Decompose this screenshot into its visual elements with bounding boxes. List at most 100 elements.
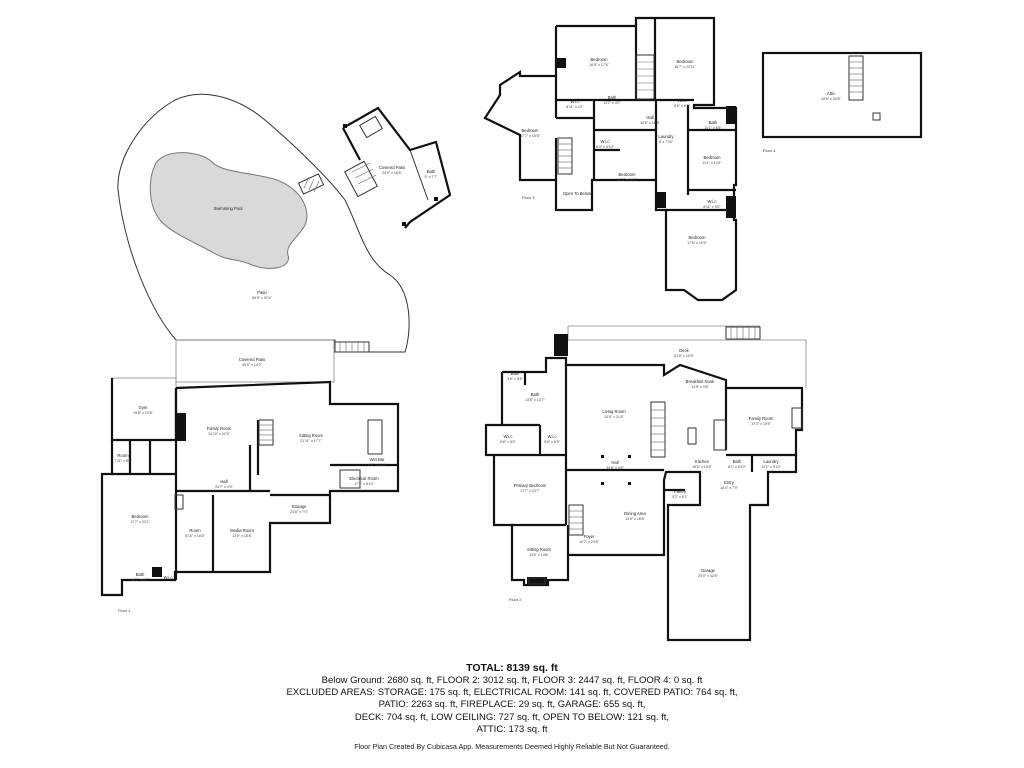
room-label-dining-area: Dining Area <box>624 511 646 516</box>
room-label-deck: Deck <box>679 348 689 353</box>
area-summary: TOTAL: 8139 sq. ft Below Ground: 2680 sq… <box>0 662 1024 736</box>
floor-2-walls <box>484 356 804 642</box>
room-label-wic-f3-c: W.i.c <box>600 139 609 144</box>
room-label-bedroom-f3-right: Bedroom <box>704 155 722 160</box>
room-label-media-room: Media Room <box>230 528 254 533</box>
room-dim-garage: 20'0" x 32'8" <box>698 574 718 578</box>
room-dim-wic-f3-b: 5'6" x 6'2" <box>674 104 690 108</box>
room-label-hall-f1: Hall <box>220 479 227 484</box>
room-label-wic-f1: W.i.c <box>163 575 172 580</box>
room-dim-hall-f3: 30'8" x 18'8" <box>640 121 660 125</box>
deck-outline <box>567 326 807 388</box>
room-dim-wic-f3-a: 8'11" x 4'2" <box>566 105 584 109</box>
room-label-bath-f3-b: Bath <box>709 120 718 125</box>
room-label-kitchen: Kitchen <box>695 459 710 464</box>
summary-line: ATTIC: 173 sq. ft <box>476 723 548 735</box>
room-dim-bath-f3-a: 11'2" x 4'2" <box>603 101 621 105</box>
room-dim-bedroom-f3-mid: 15'3" x 19'0" <box>617 178 637 182</box>
patio-area: Swimming Pool Patio 66'5" x 92'4" <box>117 93 410 353</box>
room-dim-foyer: 10'7" x 24'8" <box>579 540 599 544</box>
room-label-swimming-pool: Swimming Pool <box>214 206 243 211</box>
room-label-foyer: Foyer <box>584 534 595 539</box>
room-dim-bedroom-f3-bottom: 17'6" x 15'5" <box>687 241 707 245</box>
floor-1: Covered Patio 40'0" x 14'2" Gym 19'8" x … <box>100 339 400 613</box>
room-label-wic-f2-a: W.i.c <box>503 434 512 439</box>
summary-line: PATIO: 2263 sq. ft, FIREPLACE: 29 sq. ft… <box>378 699 646 711</box>
room-label-wic-f3-d: W.i.c <box>707 199 716 204</box>
room-label-patio: Patio <box>257 290 267 295</box>
pool-steps <box>297 173 325 195</box>
room-label-family-room-f1: Family Room <box>207 426 232 431</box>
room-dim-dining-area: 14'5" x 16'6" <box>625 517 645 521</box>
room-dim-pantry: 5'2" x 6'1" <box>672 495 688 499</box>
room-dim-living-room: 24'8" x 21'6" <box>604 415 624 419</box>
covered-patio-outline <box>175 339 335 383</box>
room-label-hall-f3: Hall <box>646 115 653 120</box>
room-label-bedroom-f3-left: Bedroom <box>522 128 540 133</box>
room-dim-wic-f2-b: 5'6" x 6'9" <box>544 440 560 444</box>
room-dim-hall-f2: 34'8" x 4'8" <box>606 466 624 470</box>
room-dim-breakfast-nook: 13'5" x 9'8" <box>691 385 709 389</box>
room-label-laundry-f3: Laundry <box>658 134 674 139</box>
room-dim-gym: 19'8" x 15'8" <box>133 411 153 415</box>
floor-2: Deck 81'6" x 10'5" Bath 4'6" x 8'8" Bath <box>484 325 807 642</box>
room-dim-patio: 66'5" x 92'4" <box>252 296 272 300</box>
room-dim-bath-f1: 16'0" x 6'7" <box>131 578 149 582</box>
room-label-sitting-room-f1: Sitting Room <box>299 433 323 438</box>
room-dim-entry: 16'4" x 7'9" <box>720 486 738 490</box>
room-dim-wet-bar: 9'0" x 13'4" <box>368 463 386 467</box>
room-label-bath-pool: Bath <box>427 169 436 174</box>
room-dim-media-room: 13'5" x 18'8" <box>232 534 252 538</box>
room-dim-storage: 23'8" x 7'0" <box>290 510 308 514</box>
room-label-breakfast-nook: Breakfast Nook <box>686 379 716 384</box>
room-dim-bath-pool: 5'' x 7'7" <box>424 175 438 179</box>
room-label-bath-f2-top: Bath <box>511 371 520 376</box>
floor-label-4: Floor 4 <box>763 148 776 153</box>
room-dim-bedroom-f1: 17'7" x 23'1" <box>130 520 150 524</box>
room-label-gym: Gym <box>139 405 148 410</box>
room-dim-wic-f3-c: 6'4" x 4'10" <box>596 145 614 149</box>
summary-line: EXCLUDED AREAS: STORAGE: 175 sq. ft, ELE… <box>286 687 738 699</box>
room-dim-kitchen: 15'5" x 19'6" <box>692 465 712 469</box>
room-label-bath-f1: Bath <box>136 572 145 577</box>
room-dim-wic-f3-d: 8'11" x 5'6" <box>703 205 721 209</box>
room-dim-bedroom-f3-right: 11'1" x 12'4" <box>702 161 722 165</box>
room-dim-family-room-f2: 17'0" x 15'9" <box>751 422 771 426</box>
summary-line: Below Ground: 2680 sq. ft, FLOOR 2: 3012… <box>321 675 703 686</box>
room-dim-bath-f3-b: 11'1" x 6'6" <box>704 126 722 130</box>
room-label-bedroom-f3-b: Bedroom <box>677 59 695 64</box>
room-label-bedroom-f3-mid: Bedroom <box>619 172 637 177</box>
room-dim-wic-f2-a: 8'8" x 8'0" <box>500 440 516 444</box>
room-label-laundry-f2: Laundry <box>763 459 779 464</box>
room-label-bedroom-f1: Bedroom <box>132 514 150 519</box>
room-label-covered-patio-big: Covered Patio <box>239 357 266 362</box>
room-label-family-room-f2: Family Room <box>749 416 774 421</box>
room-dim-sitting-room-f2: 11'5" x 14'8" <box>529 553 549 557</box>
room-label-open-to-below: Open To Below <box>563 191 592 196</box>
room-label-living-room: Living Room <box>602 409 626 414</box>
room-label-sitting-room-f2: Sitting Room <box>527 547 551 552</box>
floor-3-walls <box>483 16 738 302</box>
floor-label-2: Floor 2 <box>509 597 522 602</box>
room-dim-bath-f2: 13'6" x 12'7" <box>525 398 545 402</box>
room-label-bedroom-f3-bottom: Bedroom <box>689 235 707 240</box>
room-label-garage: Garage <box>701 568 716 573</box>
room-dim-family-room-f1: 24'10" x 21'5" <box>208 432 230 436</box>
room-label-room-small: Room <box>117 453 129 458</box>
room-dim-attic: 30'8" x 30'8" <box>821 97 841 101</box>
room-label-bedroom-f3-a: Bedroom <box>591 57 609 62</box>
room-label-bath-f2-small: Bath <box>733 459 742 464</box>
room-label-room-f1: Room <box>189 528 201 533</box>
room-label-storage: Storage <box>292 504 307 509</box>
room-dim-laundry-f2: 12'2" x 9'10" <box>761 465 781 469</box>
floor-1-walls <box>100 380 400 597</box>
room-dim-room-f1: 8'10" x 18'8" <box>185 534 205 538</box>
room-label-wet-bar: Wet Bar <box>369 457 385 462</box>
room-label-wic-f2-b: W.i.c <box>547 434 556 439</box>
room-label-primary-bedroom: Primary Bedroom <box>514 483 547 488</box>
swimming-pool <box>149 152 308 269</box>
room-dim-bedroom-f3-b: 16'7" x 23'11" <box>674 65 696 69</box>
room-dim-primary-bedroom: 17'7" x 23'7" <box>520 489 540 493</box>
attic-walls <box>761 51 923 139</box>
pool-house-walls <box>342 106 452 229</box>
